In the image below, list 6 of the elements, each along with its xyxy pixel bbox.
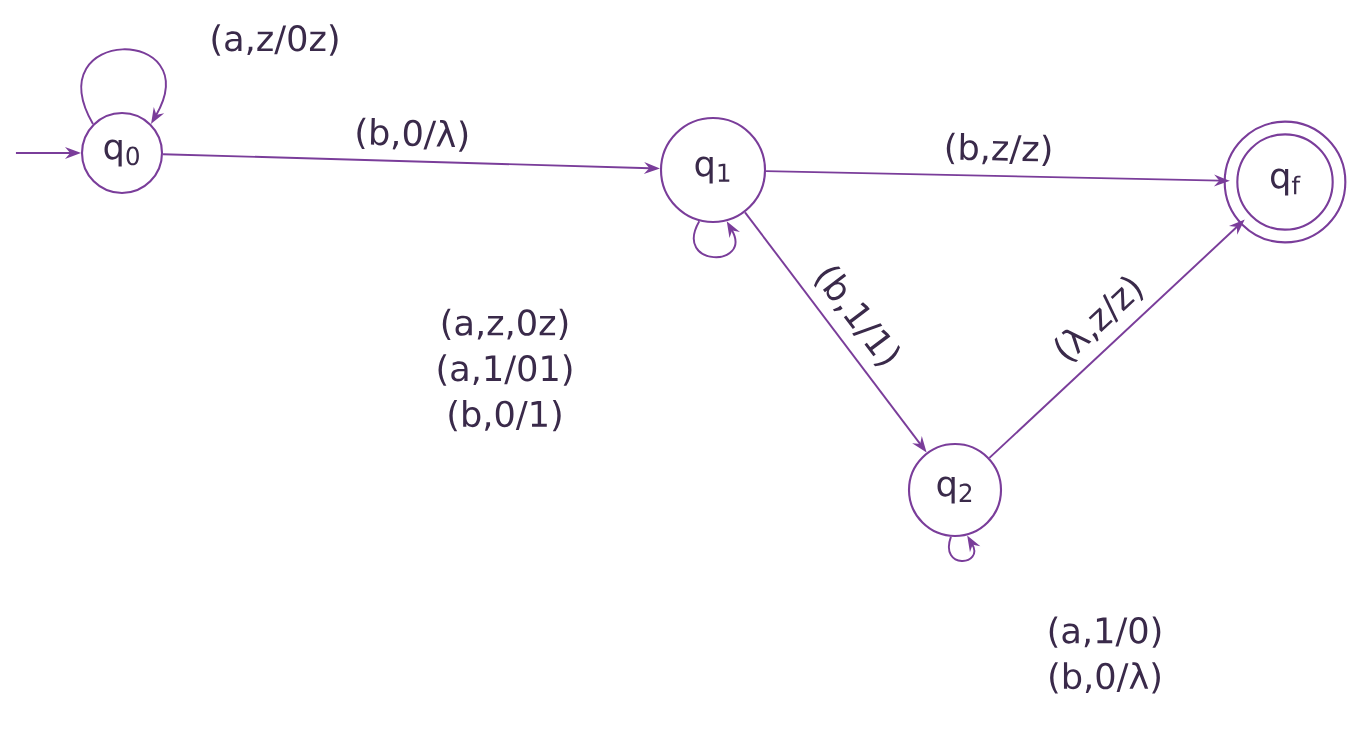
loop-arrow xyxy=(80,48,167,125)
edge-label: (a,z/0z) xyxy=(212,24,338,56)
edge-label: (a,1/0) (b,0/λ) xyxy=(1049,616,1161,694)
edge-label: (a,z,0z) (a,1/01) (b,0/1) xyxy=(438,308,572,432)
edge-label: (b,z/z) xyxy=(946,132,1051,167)
edge-label: (b,0/λ) xyxy=(357,117,468,152)
